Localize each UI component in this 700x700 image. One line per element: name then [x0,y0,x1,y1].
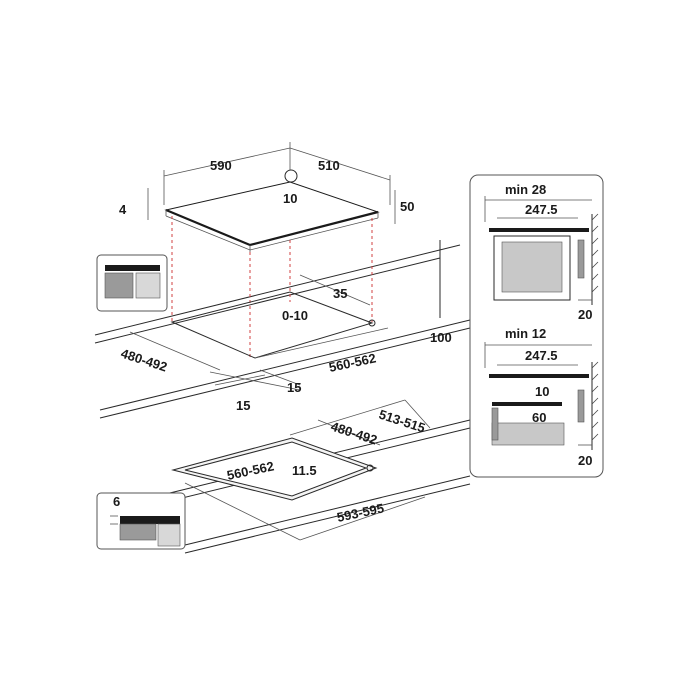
worktop-upper [94,240,471,419]
panel-bottom-depth: 60 [532,410,546,425]
inset-surface-icon [96,254,168,312]
dim-flush-radius: 11.5 [292,463,317,478]
projection-guides [171,216,373,358]
panel-top-width: 247.5 [525,202,558,217]
panel-bottom-gap: 10 [535,384,549,399]
dim-tolerance: 0-10 [282,308,308,323]
hob-dimension-lines [147,142,396,224]
dim-side-gap-left: 15 [236,398,250,413]
cutout-flush [171,399,431,541]
wall-hatch-bottom [591,361,599,441]
dim-flush-outer-width: 593-595 [336,500,386,525]
dim-rear-clearance: 35 [333,286,347,301]
panel-top-wall-gap: 20 [578,307,592,322]
dim-flush-recess: 6 [113,494,120,509]
wall-hatch-top [591,213,599,293]
panel-bottom-width: 247.5 [525,348,558,363]
dim-wall-distance: 100 [430,330,452,345]
dim-flush-inner-depth: 480-492 [329,419,379,448]
dim-hob-depth: 510 [318,158,340,173]
panel-bottom-min: min 12 [505,326,546,341]
panel-bottom-wall-gap: 20 [578,453,592,468]
inset-flush-icon [96,492,186,550]
dim-cutout-width: 560-562 [328,350,378,375]
dim-side-gap-right: 15 [287,380,301,395]
hob-top [164,169,380,252]
dim-glass-thickness: 4 [119,202,127,217]
side-section-panel [469,174,604,478]
panel-top-min: min 28 [505,182,546,197]
dim-corner-radius: 10 [283,191,297,206]
dim-flush-outer-depth: 513-515 [377,407,427,436]
dim-hob-width: 590 [210,158,232,173]
dim-cutout-depth: 480-492 [119,346,169,375]
dim-total-height: 50 [400,199,414,214]
cutout-upper [129,274,389,391]
